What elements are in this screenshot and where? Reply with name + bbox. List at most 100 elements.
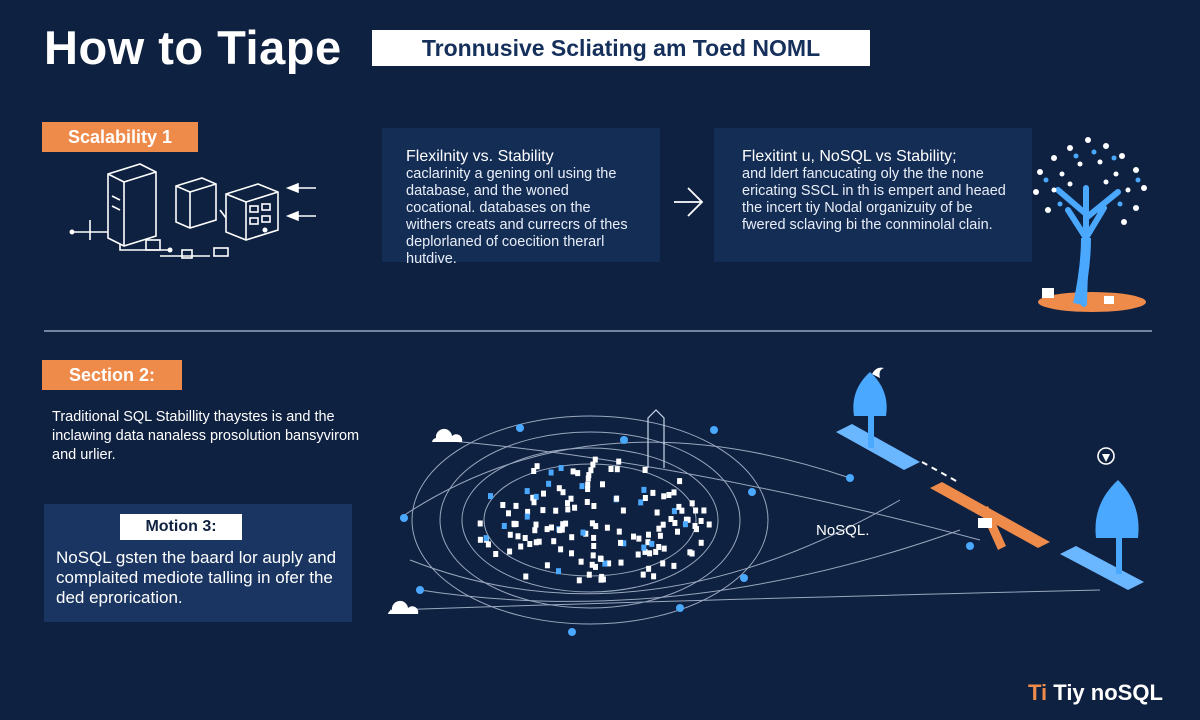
network-node — [651, 573, 657, 580]
network-node — [621, 540, 627, 547]
network-node — [541, 490, 546, 497]
network-node — [685, 516, 691, 523]
network-node — [641, 486, 647, 493]
network-node — [580, 529, 586, 536]
network-node — [579, 483, 585, 490]
network-node — [589, 520, 595, 527]
network-node — [649, 540, 655, 547]
network-node — [641, 544, 647, 551]
network-node — [530, 494, 536, 501]
page-title: How to Tiape — [44, 21, 342, 74]
network-node — [590, 461, 596, 468]
network-node — [614, 495, 620, 502]
network-node — [536, 538, 542, 545]
nosql-stability-panel: Flexitint u, NoSQL vs Stability; and lde… — [714, 128, 1032, 262]
nosql-label: NoSQL. — [816, 522, 870, 539]
network-node — [647, 550, 653, 557]
network-node — [604, 524, 610, 531]
network-node — [635, 551, 641, 558]
network-node — [544, 526, 550, 533]
section-3-tag: Motion 3: — [120, 514, 242, 540]
network-node — [656, 544, 662, 550]
network-node — [485, 541, 491, 548]
network-node — [698, 518, 704, 524]
network-node — [560, 521, 566, 528]
network-node — [568, 495, 574, 502]
network-node — [698, 539, 704, 546]
section-1-tag: Scalability 1 — [42, 122, 198, 152]
network-node — [531, 468, 537, 474]
network-node — [689, 550, 695, 557]
subtitle-banner: Tronnusive Scliating am Toed NOML — [372, 30, 870, 66]
network-node — [591, 534, 597, 541]
flexibility-panel-body: caclarinity a gening onl using the datab… — [406, 166, 628, 267]
network-node — [600, 481, 605, 488]
network-node — [618, 539, 623, 546]
network-node — [532, 527, 538, 534]
network-node — [645, 539, 651, 546]
brand-logo: Ti Tiy noSQL — [1028, 680, 1163, 706]
network-node — [642, 548, 648, 555]
network-node — [671, 508, 677, 515]
nosql-stability-panel-title: Flexitint u, NoSQL vs Stability; — [742, 148, 957, 165]
network-node — [706, 521, 712, 528]
network-node — [493, 551, 499, 557]
network-node — [518, 543, 524, 550]
network-node — [507, 548, 513, 555]
network-node — [563, 520, 569, 527]
network-node — [557, 527, 563, 534]
network-node — [558, 546, 564, 553]
network-node — [598, 555, 604, 562]
network-node — [608, 466, 614, 472]
network-node — [501, 523, 507, 529]
network-node — [524, 488, 530, 495]
chevron-right-icon — [674, 187, 704, 217]
network-node — [642, 495, 648, 501]
network-node — [565, 506, 571, 513]
network-node — [676, 503, 682, 510]
network-node — [585, 486, 591, 492]
network-node — [551, 538, 557, 545]
network-node — [654, 509, 660, 516]
network-node — [558, 465, 564, 471]
network-node — [585, 481, 591, 488]
network-node — [572, 504, 578, 511]
network-node — [570, 468, 576, 475]
network-node — [586, 472, 592, 479]
network-node — [638, 499, 644, 506]
network-node — [583, 530, 589, 537]
network-node — [600, 576, 606, 583]
flexibility-panel: Flexilnity vs. Stability caclarinity a g… — [382, 128, 660, 267]
network-node — [677, 478, 683, 485]
network-node — [565, 500, 570, 507]
network-node — [549, 524, 554, 531]
section-divider — [44, 330, 1152, 332]
network-node — [672, 520, 678, 526]
network-node — [588, 467, 594, 474]
network-node — [701, 507, 707, 514]
network-node — [616, 458, 622, 465]
network-node — [592, 456, 598, 463]
section-2-text: Traditional SQL Stabillity thaystes is a… — [52, 409, 360, 463]
network-node — [660, 560, 666, 567]
network-node — [646, 565, 652, 572]
network-node — [533, 539, 539, 546]
network-node — [590, 552, 596, 559]
network-node — [569, 534, 575, 541]
network-node — [657, 532, 663, 539]
network-node — [650, 489, 656, 496]
network-node — [653, 548, 659, 555]
network-node — [483, 535, 489, 542]
network-node — [556, 485, 562, 492]
network-node — [477, 536, 483, 543]
network-node — [618, 559, 624, 566]
network-node — [692, 523, 698, 529]
network-node — [524, 513, 530, 520]
network-node — [488, 493, 493, 500]
network-node — [656, 525, 662, 532]
network-node — [553, 507, 559, 514]
network-node — [682, 521, 688, 528]
network-node — [668, 516, 674, 522]
network-node — [640, 571, 646, 578]
network-node — [614, 466, 620, 473]
